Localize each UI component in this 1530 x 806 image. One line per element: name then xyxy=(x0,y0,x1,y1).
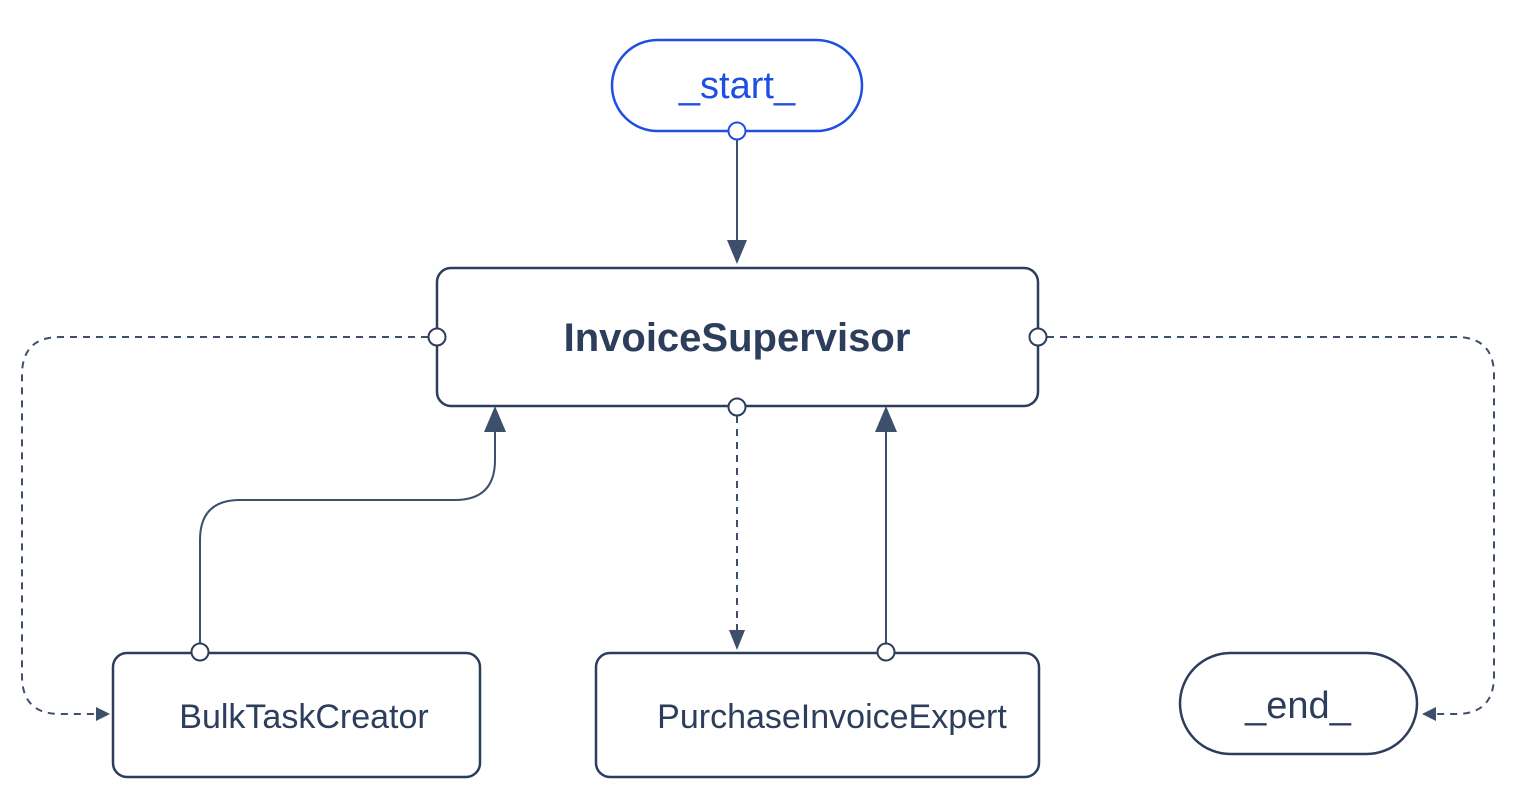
edge-supervisor-to-purchase xyxy=(729,416,745,650)
edge-start-to-supervisor xyxy=(727,140,747,264)
node-purchase-invoice-expert[interactable]: PurchaseInvoiceExpert xyxy=(594,651,1041,779)
arrowhead-icon xyxy=(727,240,747,264)
node-invoice-supervisor-label: InvoiceSupervisor xyxy=(564,316,911,360)
node-end-label: _end_ xyxy=(1244,685,1352,727)
port-supervisor-right[interactable] xyxy=(1028,327,1048,347)
port-purchase-top[interactable] xyxy=(876,642,896,662)
arrowhead-icon xyxy=(875,406,897,432)
port-supervisor-bottom[interactable] xyxy=(727,397,747,417)
edge-bulk-to-supervisor xyxy=(199,406,506,644)
arrowhead-icon xyxy=(484,406,506,432)
node-end[interactable]: _end_ xyxy=(1178,651,1419,756)
port-supervisor-left[interactable] xyxy=(427,327,447,347)
edge-purchase-to-supervisor xyxy=(875,406,897,644)
edge-supervisor-to-end xyxy=(1047,336,1495,721)
node-bulk-task-creator-label: BulkTaskCreator xyxy=(179,698,428,736)
node-bulk-task-creator[interactable]: BulkTaskCreator xyxy=(111,651,482,779)
node-start-label: _start_ xyxy=(678,65,796,107)
node-purchase-invoice-expert-label: PurchaseInvoiceExpert xyxy=(657,698,1007,736)
edge-supervisor-to-bulk xyxy=(21,336,428,721)
port-bulk-top[interactable] xyxy=(190,642,210,662)
port-start-bottom[interactable] xyxy=(727,121,747,141)
arrowhead-icon xyxy=(1422,707,1436,721)
arrowhead-icon xyxy=(729,630,745,650)
node-start[interactable]: _start_ xyxy=(610,38,864,133)
node-invoice-supervisor[interactable]: InvoiceSupervisor xyxy=(435,266,1040,408)
arrowhead-icon xyxy=(96,707,110,721)
